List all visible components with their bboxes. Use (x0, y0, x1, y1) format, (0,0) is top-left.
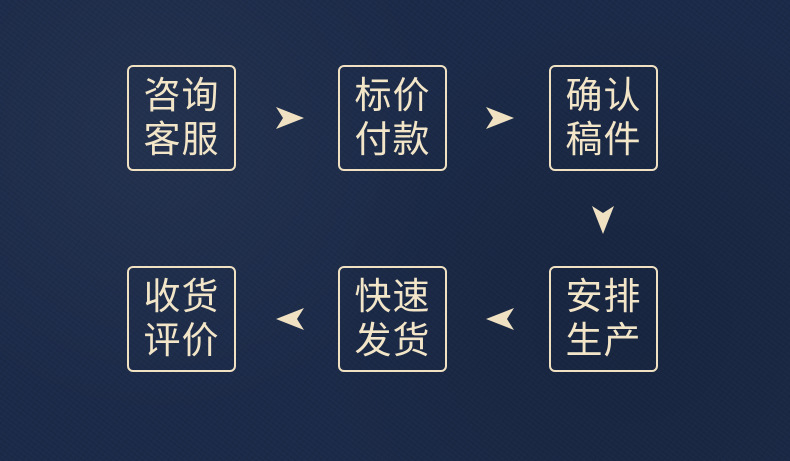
step-label-line1: 安排 (565, 275, 642, 318)
step-label-line2: 付款 (354, 118, 431, 161)
arrow-right-icon (483, 101, 517, 135)
step-receive-review: 收货 评价 (127, 266, 236, 372)
step-fast-shipping: 快速 发货 (338, 266, 447, 372)
step-quote-payment: 标价 付款 (338, 65, 447, 171)
step-label-line2: 稿件 (565, 118, 642, 161)
arrow-left-icon (273, 302, 307, 336)
step-label-line1: 快速 (354, 275, 431, 318)
step-label-line2: 发货 (354, 319, 431, 362)
step-label-line1: 收货 (143, 275, 220, 318)
step-label-line2: 生产 (565, 319, 642, 362)
step-label-line1: 咨询 (143, 74, 220, 117)
step-label-line2: 客服 (143, 118, 220, 161)
step-label-line1: 确认 (565, 74, 642, 117)
step-arrange-production: 安排 生产 (549, 266, 658, 372)
step-label-line1: 标价 (354, 74, 431, 117)
arrow-left-icon (483, 302, 517, 336)
step-label-line2: 评价 (143, 319, 220, 362)
step-consult-service: 咨询 客服 (127, 65, 236, 171)
arrow-right-icon (273, 101, 307, 135)
step-confirm-draft: 确认 稿件 (549, 65, 658, 171)
arrow-down-icon (586, 203, 620, 237)
